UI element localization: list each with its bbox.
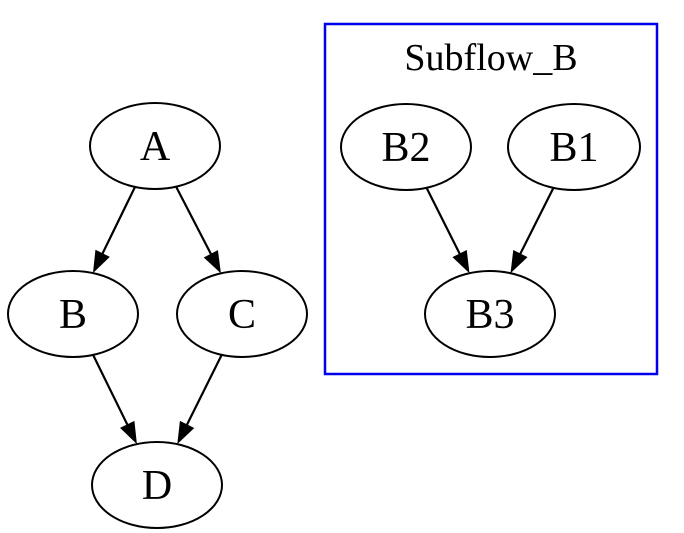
- cluster-label: Subflow_B: [404, 37, 577, 79]
- edge-B2-B3: [425, 187, 470, 274]
- node-A-ellipse: [89, 102, 221, 190]
- node-B3-label: B3: [465, 292, 514, 338]
- node-A: A: [89, 102, 221, 190]
- node-B3: B3: [424, 270, 556, 358]
- edge-A-C: [175, 186, 221, 274]
- node-C-label: C: [228, 292, 256, 338]
- node-B: B: [7, 270, 139, 358]
- node-D-ellipse: [91, 441, 223, 529]
- edge-B-D: [92, 354, 137, 445]
- node-D: D: [91, 441, 223, 529]
- edge-B1-B3: [510, 187, 555, 274]
- node-A-label: A: [140, 124, 171, 170]
- node-B1: B1: [507, 103, 641, 191]
- node-B2-label: B2: [381, 125, 430, 171]
- edge-C-D: [177, 354, 223, 445]
- node-B3-ellipse: [424, 270, 556, 358]
- node-C: C: [176, 270, 308, 358]
- node-B1-label: B1: [549, 125, 598, 171]
- node-B2: B2: [340, 103, 472, 191]
- node-B2-ellipse: [340, 103, 472, 191]
- node-B-ellipse: [7, 270, 139, 358]
- edges-layer: [92, 186, 555, 445]
- node-B-label: B: [59, 292, 87, 338]
- node-C-ellipse: [176, 270, 308, 358]
- cluster-border: [323, 22, 659, 376]
- node-D-label: D: [142, 463, 172, 509]
- cluster-subflow-b: Subflow_B: [323, 22, 659, 376]
- node-B1-ellipse: [507, 103, 641, 191]
- edge-A-B: [92, 186, 137, 274]
